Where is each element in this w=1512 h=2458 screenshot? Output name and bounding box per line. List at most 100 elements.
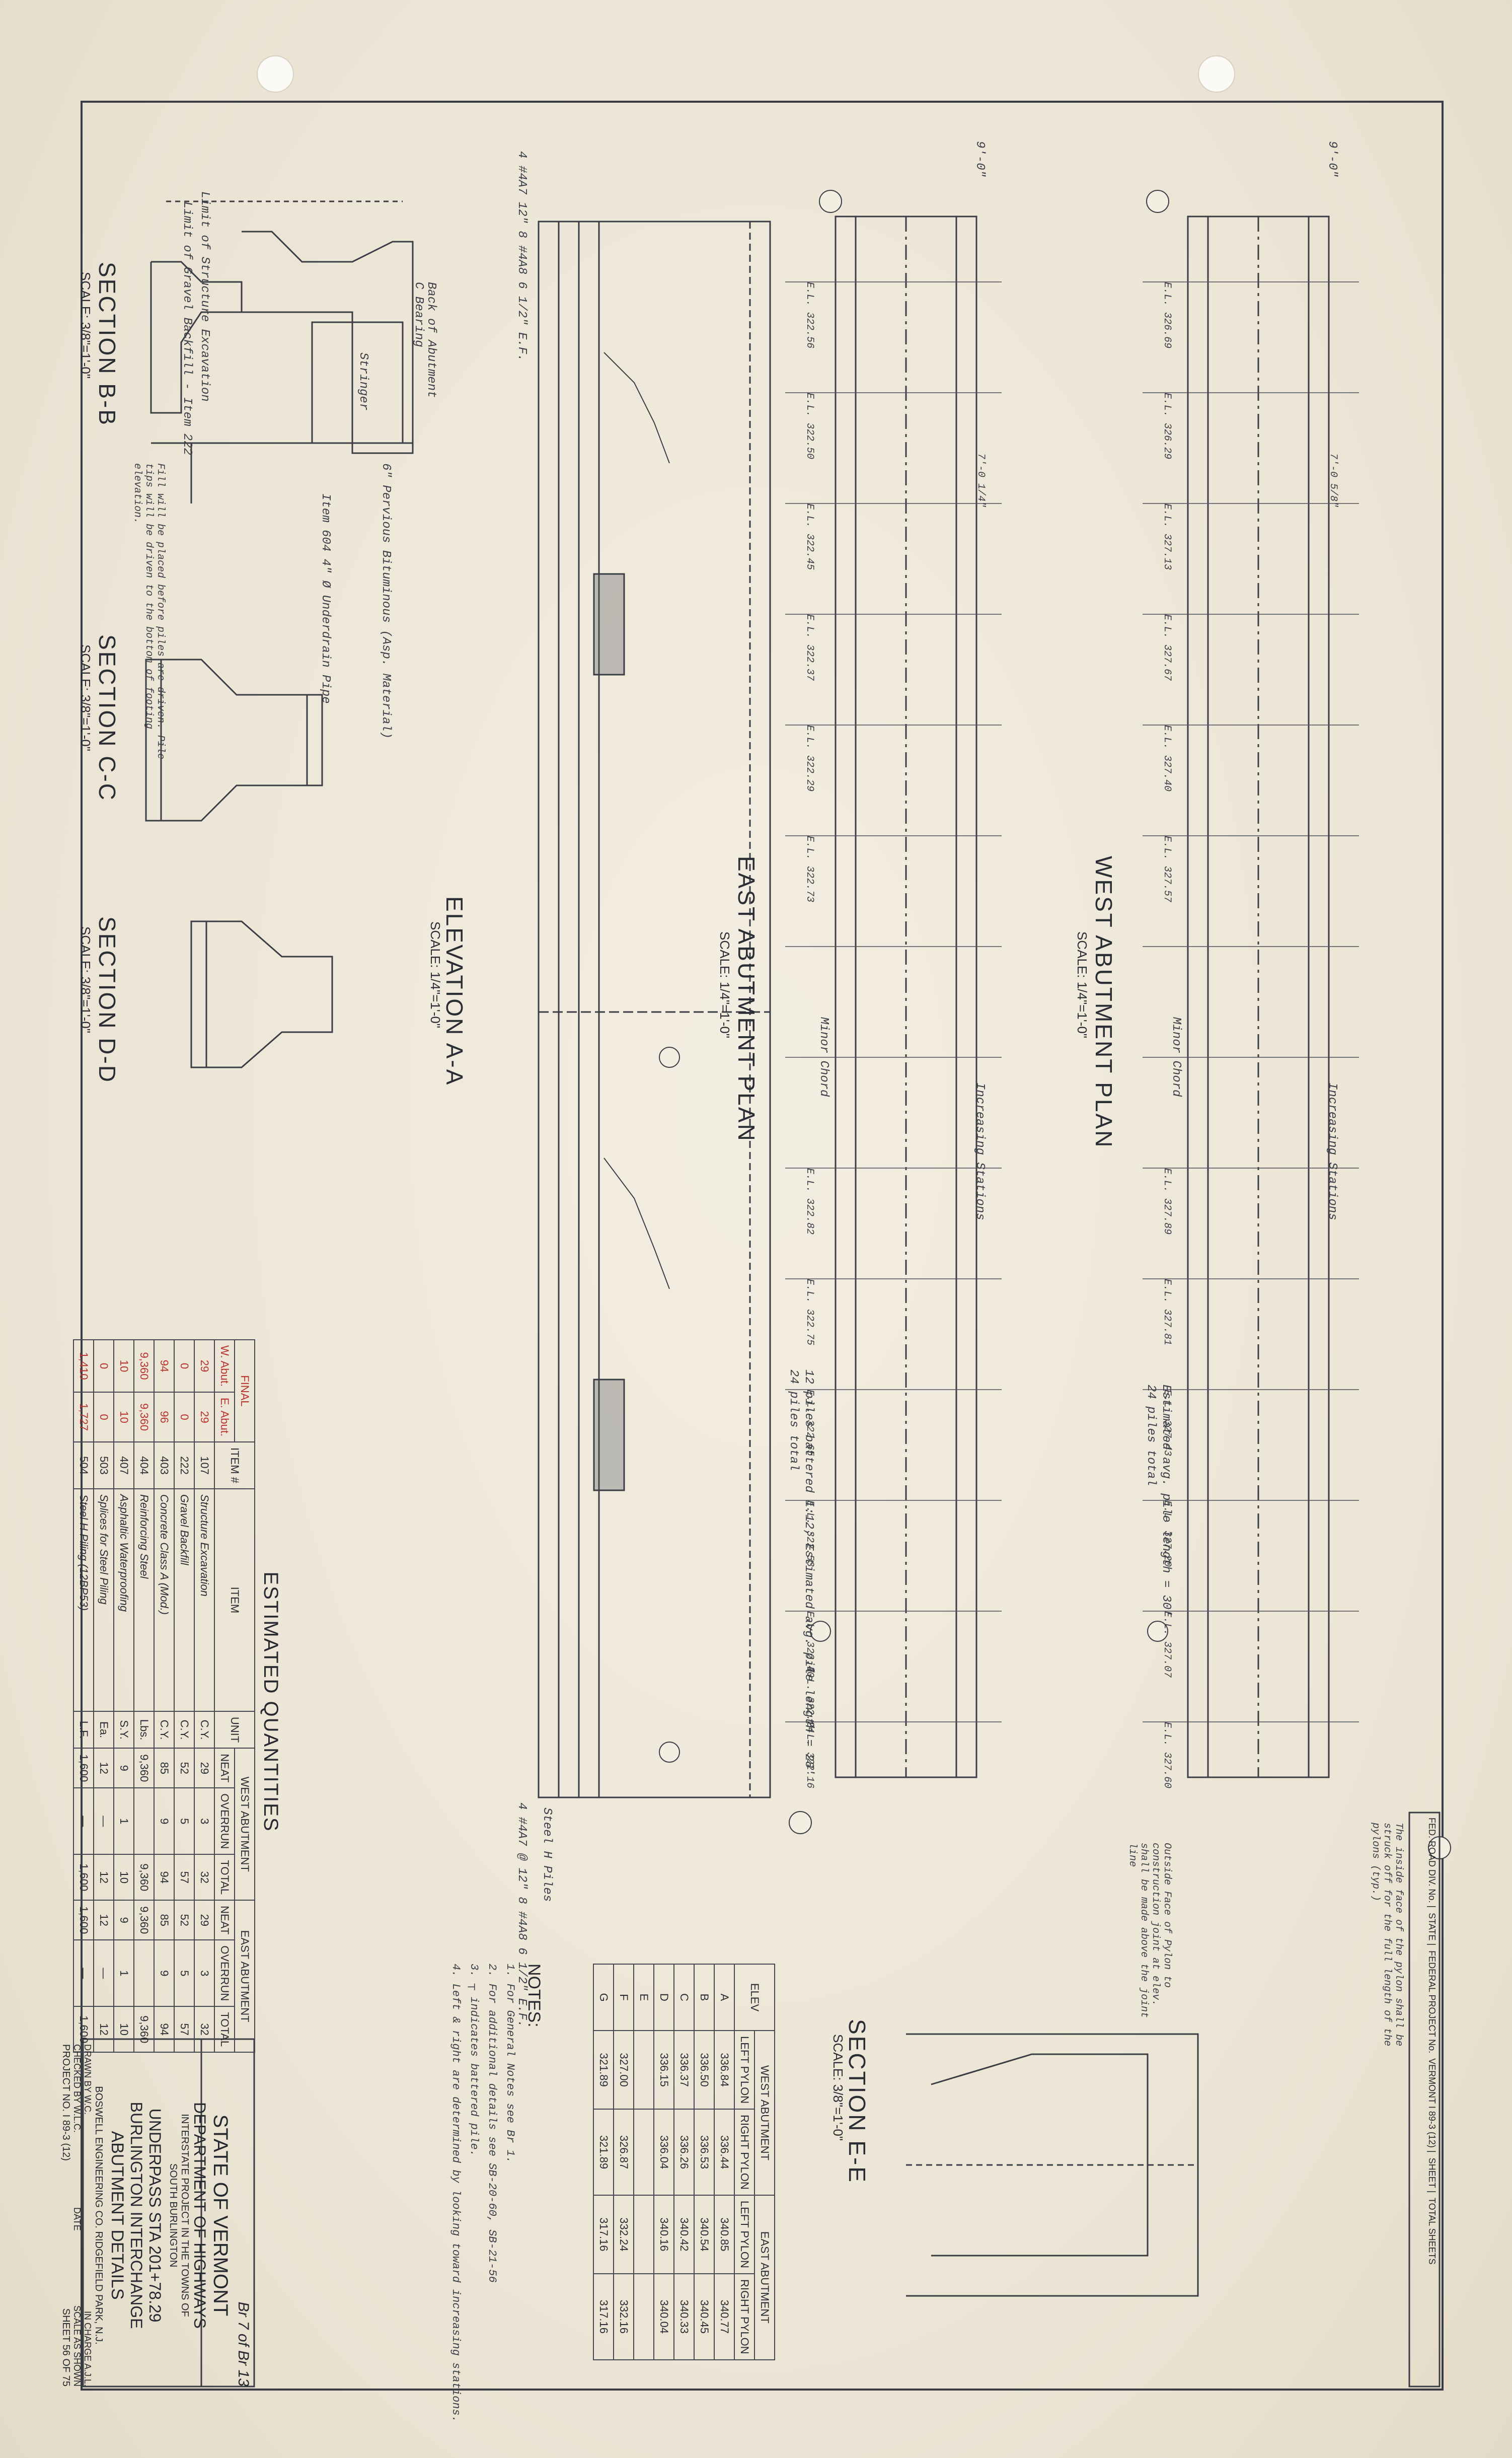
elev-wl-cell: 327.00	[614, 2031, 634, 2110]
w-overrun-cell: 3	[194, 1788, 214, 1855]
elev-key-cell: B	[694, 1964, 714, 2031]
project-no: PROJECT NO. I 89-3 (12)	[60, 2044, 71, 2161]
east-header: EAST ABUTMENT	[235, 1900, 255, 2053]
west-station-ticks	[1143, 281, 1359, 1722]
elev-er-cell: 340.04	[654, 2273, 674, 2360]
section-c-c-title: SECTION C-C	[94, 634, 120, 802]
w-total-cell: 94	[154, 1854, 174, 1901]
w-total-cell: 57	[174, 1854, 194, 1901]
elevation-a-a-drawing	[538, 221, 771, 1798]
section-c-c-scale: SCALE: 3/8"=1'-0"	[78, 644, 93, 752]
pile-note-west-total: 24 piles total	[1144, 1385, 1158, 1486]
final-west-cell: 9,360	[134, 1340, 154, 1392]
elev-er-cell	[634, 2273, 654, 2360]
section-e-e-drawing	[906, 2033, 1199, 2297]
elev-wl-cell: 336.84	[714, 2031, 734, 2110]
elev-er-cell: 340.45	[694, 2273, 714, 2360]
elev-el-cell: 332.24	[614, 2195, 634, 2274]
west-station-label: E.L. 327.81	[1161, 1279, 1173, 1346]
item-no-cell: 404	[134, 1442, 154, 1489]
notes-list: 1. For General Notes see Br 1. 2. For add…	[446, 1964, 519, 2422]
elev-wr-cell: 326.87	[614, 2109, 634, 2195]
w-overrun-header: OVERRUN	[214, 1788, 235, 1855]
item-no-cell: 407	[114, 1442, 134, 1489]
west-plan-title: WEST ABUTMENT PLAN	[1091, 856, 1117, 1149]
top-bar-callout: 4 #4A7 12" 8 #4A8 6 1/2" E.F.	[515, 151, 528, 362]
w-neat-cell: 52	[174, 1748, 194, 1788]
w-total-cell: 10	[114, 1854, 134, 1901]
west-station-label: E.L. 327.20	[1161, 1500, 1173, 1567]
final-west-cell: 10	[114, 1340, 134, 1392]
stringer-label: Stringer	[356, 352, 370, 411]
project-line: INTERSTATE PROJECT IN THE TOWNS OF	[179, 2114, 190, 2317]
elev-key-cell: F	[614, 1964, 634, 2031]
credits-row: DRAWN BY W.C. IN CHARGE A.J.L.	[82, 2044, 93, 2387]
e-neat-cell: 9	[114, 1900, 134, 1940]
e-overrun-cell	[134, 1940, 154, 2007]
final-east-cell: 0	[94, 1392, 114, 1442]
section-d-d-drawing	[190, 920, 333, 1068]
east-station-label: E.L. 322.16	[804, 1722, 815, 1789]
e-neat-cell: 12	[94, 1900, 114, 1940]
fed-road-div: FED. ROAD DIV. No.	[1427, 1818, 1437, 1903]
sheet-border	[81, 101, 1444, 2391]
east-plan-title: EAST ABUTMENT PLAN	[733, 856, 760, 1142]
west-station-label: E.L. 326.29	[1161, 393, 1173, 460]
title-block-frame	[82, 1812, 1441, 2388]
w-total-cell: 32	[194, 1854, 214, 1901]
sheet-no: SHEET 56 OF 75	[60, 2308, 71, 2387]
note-item: 2. For additional details see SB-20-60, …	[486, 1964, 498, 2283]
item-no-header: ITEM #	[214, 1442, 255, 1489]
item-cell: Concrete Class A (Mod.)	[154, 1488, 174, 1711]
elevation-table: ELEV WEST ABUTMENT EAST ABUTMENT LEFT PY…	[593, 1964, 775, 2360]
unit-cell: C.Y.	[174, 1711, 194, 1749]
w-overrun-cell: 9	[154, 1788, 174, 1855]
e-overrun-cell: —	[73, 1940, 94, 2007]
elev-er-cell: 332.16	[614, 2273, 634, 2360]
engineer-name: BOSWELL ENGINEERING CO. RIDGEFIELD PARK,…	[93, 2086, 104, 2345]
final-west-cell: 0	[94, 1340, 114, 1392]
elev-key-cell: E	[634, 1964, 654, 2031]
note-item: 1. For General Notes see Br 1.	[504, 1964, 516, 2163]
east-station-label: E.L. 322.53	[804, 1500, 815, 1567]
quantities-table: FINAL ITEM # ITEM UNIT WEST ABUTMENT EAS…	[73, 1339, 255, 2053]
e-overrun-cell: 3	[194, 1940, 214, 2007]
checked-by: CHECKED BY W.L.C.	[72, 2044, 82, 2133]
final-east-cell: 10	[114, 1392, 134, 1442]
west-station-label: E.L. 327.57	[1161, 836, 1173, 903]
e-neat-cell: 52	[174, 1900, 194, 1940]
final-e-header: E. Abut.	[214, 1392, 235, 1442]
elev-wr-cell	[634, 2109, 654, 2195]
limit-gravel-note: Limit of Gravel Backfill - Item 222	[180, 201, 194, 456]
binder-hole	[257, 55, 294, 93]
w-overrun-cell: —	[94, 1788, 114, 1855]
back-abutment-note: Back of Abutment	[424, 282, 438, 398]
section-d-d-title: SECTION D-D	[94, 916, 120, 1083]
west-abutment-plan-drawing	[1187, 215, 1330, 1778]
section-b-b-scale: SCALE: 3/8"=1'-0"	[78, 272, 93, 379]
west-station-label: E.L. 327.13	[1161, 503, 1173, 570]
note-item: 4. Left & right are determined by lookin…	[449, 1964, 462, 2422]
elevation-a-a-title: ELEVATION A-A	[441, 896, 468, 1087]
item-cell: Reinforcing Steel	[134, 1488, 154, 1711]
elev-row: E	[634, 1964, 654, 2360]
elev-wl-cell: 336.15	[654, 2031, 674, 2110]
item-no-cell: 222	[174, 1442, 194, 1489]
w-total-cell: 12	[94, 1854, 114, 1901]
fed-road-block: FED. ROAD DIV. No. | STATE | FEDERAL PRO…	[1427, 1818, 1437, 2265]
e-neat-cell: 9,360	[134, 1900, 154, 1940]
east-station-label: E.L. 322.56	[804, 282, 815, 349]
item-cell: Gravel Backfill	[174, 1488, 194, 1711]
state-name: STATE OF VERMONT	[209, 2114, 232, 2317]
elev-wr-cell: 336.04	[654, 2109, 674, 2195]
bituminous-note: 6" Pervious Bituminous (Asp. Material)	[379, 463, 393, 739]
elev-el-cell: 340.85	[714, 2195, 734, 2274]
title-block: Br 7 of Br 13 STATE OF VERMONT DEPARTMEN…	[60, 2044, 252, 2387]
elev-east-header: EAST ABUTMENT	[754, 2195, 775, 2360]
east-station-label: E.L. 322.45	[804, 503, 815, 570]
west-station-label: E.L. 327.67	[1161, 614, 1173, 681]
